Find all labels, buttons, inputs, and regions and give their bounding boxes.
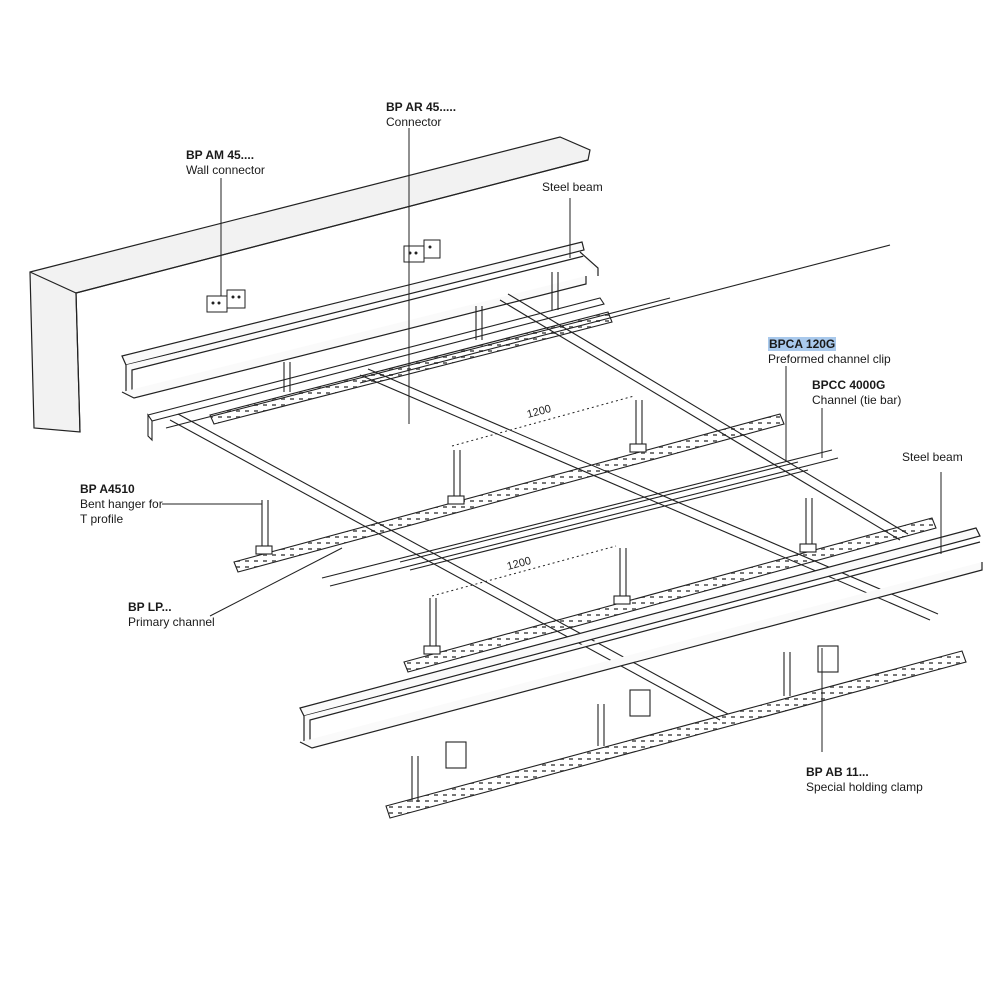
label-bent-hanger-desc-1: Bent hanger for [80,497,163,511]
label-tie-bar-code: BPCC 4000G [812,378,886,392]
dimension-lower: 1200 [506,555,533,573]
label-connector-code: BP AR 45..... [386,100,457,114]
label-holding-clamp-desc: Special holding clamp [806,780,923,794]
label-bent-hanger: BP A4510 Bent hanger for T profile [80,482,163,527]
main-runners [147,244,891,442]
dimension-lines [431,395,635,597]
concrete-wall [29,136,591,433]
label-steel-beam-right: Steel beam [902,450,963,465]
label-wall-connector-desc: Wall connector [186,163,265,177]
steel-beam-upper [121,241,599,399]
steel-beam-lower [299,527,983,749]
label-wall-connector-code: BP AM 45.... [186,148,255,162]
label-holding-clamp-code: BP AB 11... [806,765,869,779]
label-tie-bar-desc: Channel (tie bar) [812,393,902,407]
hangers [255,272,817,655]
label-wall-connector: BP AM 45.... Wall connector [186,148,265,178]
label-steel-beam-right-desc: Steel beam [902,450,963,464]
grid-members [169,293,939,721]
label-primary-channel: BP LP... Primary channel [128,600,215,630]
label-connector: BP AR 45..... Connector [386,100,456,130]
leader-lines [162,128,942,752]
label-channel-clip-code: BPCA 120G [768,337,837,351]
label-primary-channel-code: BP LP... [128,600,172,614]
label-primary-channel-desc: Primary channel [128,615,215,629]
dimension-upper: 1200 [526,403,553,421]
label-steel-beam-top: Steel beam [542,180,603,195]
label-bent-hanger-desc-2: T profile [80,512,124,526]
lower-hangers [411,645,839,802]
label-connector-desc: Connector [386,115,442,129]
label-channel-clip: BPCA 120G Preformed channel clip [768,337,891,367]
label-tie-bar: BPCC 4000G Channel (tie bar) [812,378,901,408]
label-channel-clip-desc: Preformed channel clip [768,352,891,366]
wall-connector [206,289,246,313]
label-bent-hanger-code: BP A4510 [80,482,135,496]
label-steel-beam-top-desc: Steel beam [542,180,603,194]
label-holding-clamp: BP AB 11... Special holding clamp [806,765,923,795]
